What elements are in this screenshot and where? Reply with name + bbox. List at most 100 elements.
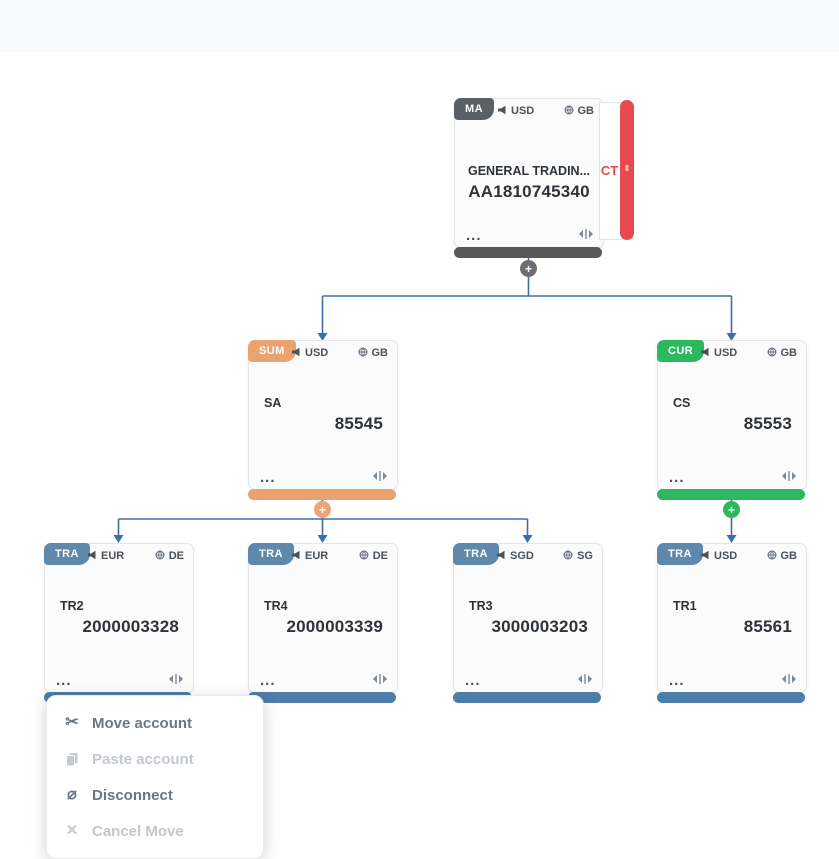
expand-icon[interactable] <box>168 673 184 685</box>
account-number: AA1810745340 <box>468 182 590 201</box>
currency-code: USD <box>714 550 738 562</box>
currency-code: SGD <box>510 550 534 562</box>
country-code: GB <box>780 347 798 359</box>
account-number: 3000003203 <box>491 617 588 636</box>
currency-group: EUR <box>291 550 328 563</box>
menu-item-label: Move account <box>92 714 193 732</box>
globe-icon <box>357 346 368 360</box>
country-group: DE <box>359 549 388 563</box>
currency-code: USD <box>511 105 535 117</box>
add-connection-button-ma[interactable]: + <box>520 260 537 277</box>
country-group: DE <box>155 549 184 563</box>
menu-item-label: Paste account <box>92 750 194 768</box>
account-card-tr2[interactable]: TRA EUR DE TR2 2000003328 ... <box>44 543 194 693</box>
ct-side-tab[interactable] <box>620 100 634 240</box>
expand-icon[interactable] <box>781 470 797 482</box>
account-title: TR1 <box>673 599 697 613</box>
currency-group: EUR <box>87 550 124 563</box>
account-title: GENERAL TRADIN... <box>468 164 590 178</box>
card-menu-button[interactable]: ... <box>260 672 276 689</box>
account-card-cs[interactable]: CUR USD GB CS 85553 ... <box>657 340 807 490</box>
country-code: GB <box>780 550 798 562</box>
globe-icon <box>563 104 574 118</box>
account-type-badge: TRA <box>453 543 499 565</box>
card-status-bar <box>454 247 602 258</box>
country-code: DE <box>168 550 184 562</box>
currency-code: EUR <box>305 550 329 562</box>
card-status-bar <box>248 692 396 703</box>
card-menu-button[interactable]: ... <box>56 672 72 689</box>
expand-icon[interactable] <box>578 228 594 240</box>
globe-icon <box>766 346 777 360</box>
add-connection-button-sa[interactable]: + <box>314 501 331 518</box>
account-type-badge: SUM <box>248 340 296 362</box>
card-status-bar <box>248 489 396 500</box>
country-code: GB <box>577 105 595 117</box>
card-menu-button[interactable]: ... <box>669 672 685 689</box>
card-menu-button[interactable]: ... <box>260 469 276 486</box>
currency-group: USD <box>291 347 328 360</box>
account-title: TR3 <box>469 599 493 613</box>
card-status-bar <box>657 692 805 703</box>
currency-code: EUR <box>101 550 125 562</box>
globe-icon <box>766 549 777 563</box>
account-number: 2000003328 <box>82 617 179 636</box>
account-card-tr4[interactable]: TRA EUR DE TR4 2000003339 ... <box>248 543 398 693</box>
menu-item-move-account[interactable]: ✂ Move account <box>65 714 193 732</box>
account-number: 2000003339 <box>286 617 383 636</box>
country-code: GB <box>371 347 389 359</box>
currency-code: USD <box>305 347 329 359</box>
currency-group: USD <box>700 550 737 563</box>
plus-icon: + <box>524 261 532 276</box>
currency-code: USD <box>714 347 738 359</box>
expand-icon[interactable] <box>781 673 797 685</box>
country-group: GB <box>563 104 595 118</box>
menu-item-label: Cancel Move <box>92 822 184 840</box>
account-type-badge: TRA <box>44 543 90 565</box>
plus-icon: + <box>318 502 326 517</box>
country-group: SG <box>563 549 593 563</box>
account-title: SA <box>264 396 282 410</box>
add-connection-button-cs[interactable]: + <box>723 501 740 518</box>
account-type-badge: CUR <box>657 340 705 362</box>
currency-icon <box>497 105 507 118</box>
account-title: CS <box>673 396 691 410</box>
account-type-badge: TRA <box>657 543 703 565</box>
country-code: DE <box>372 550 388 562</box>
expand-icon[interactable] <box>577 673 593 685</box>
menu-item-label: Disconnect <box>92 786 173 804</box>
top-header-strip <box>0 0 839 52</box>
country-group: GB <box>766 549 798 563</box>
account-title: TR4 <box>264 599 288 613</box>
country-code: SG <box>577 550 593 562</box>
account-number: 85545 <box>334 414 383 433</box>
menu-item-paste-account: Paste account <box>47 741 263 777</box>
card-menu-button[interactable]: ... <box>466 227 482 244</box>
side-tab-label: CT <box>600 163 619 178</box>
currency-icon <box>87 550 97 563</box>
account-title: TR2 <box>60 599 84 613</box>
globe-icon <box>563 549 573 563</box>
context-menu: ✂ Move account Paste account ⌀ Disconnec… <box>46 695 264 859</box>
account-type-badge: MA <box>454 98 494 120</box>
paste-icon <box>62 752 82 767</box>
currency-icon <box>291 347 301 360</box>
currency-icon <box>291 550 301 563</box>
country-group: GB <box>357 346 389 360</box>
grip-icon: ‖ <box>625 164 629 173</box>
globe-icon <box>155 549 165 563</box>
expand-icon[interactable] <box>372 673 388 685</box>
menu-item-cancel-move: × Cancel Move <box>66 820 184 841</box>
card-menu-button[interactable]: ... <box>669 469 685 486</box>
account-number: 85561 <box>743 617 792 636</box>
account-card-tr3[interactable]: TRA SGD SG TR3 3000003203 ... <box>453 543 603 693</box>
expand-icon[interactable] <box>372 470 388 482</box>
currency-group: USD <box>700 347 737 360</box>
country-group: GB <box>766 346 798 360</box>
card-menu-button[interactable]: ... <box>465 672 481 689</box>
menu-item-disconnect[interactable]: ⌀ Disconnect <box>67 786 173 804</box>
account-card-tr1[interactable]: TRA USD GB TR1 85561 ... <box>657 543 807 693</box>
account-card-ma[interactable]: MA USD GB GENERAL TRADIN... AA1810745340… <box>454 98 604 248</box>
account-card-sa[interactable]: SUM USD GB SA 85545 ... <box>248 340 398 490</box>
